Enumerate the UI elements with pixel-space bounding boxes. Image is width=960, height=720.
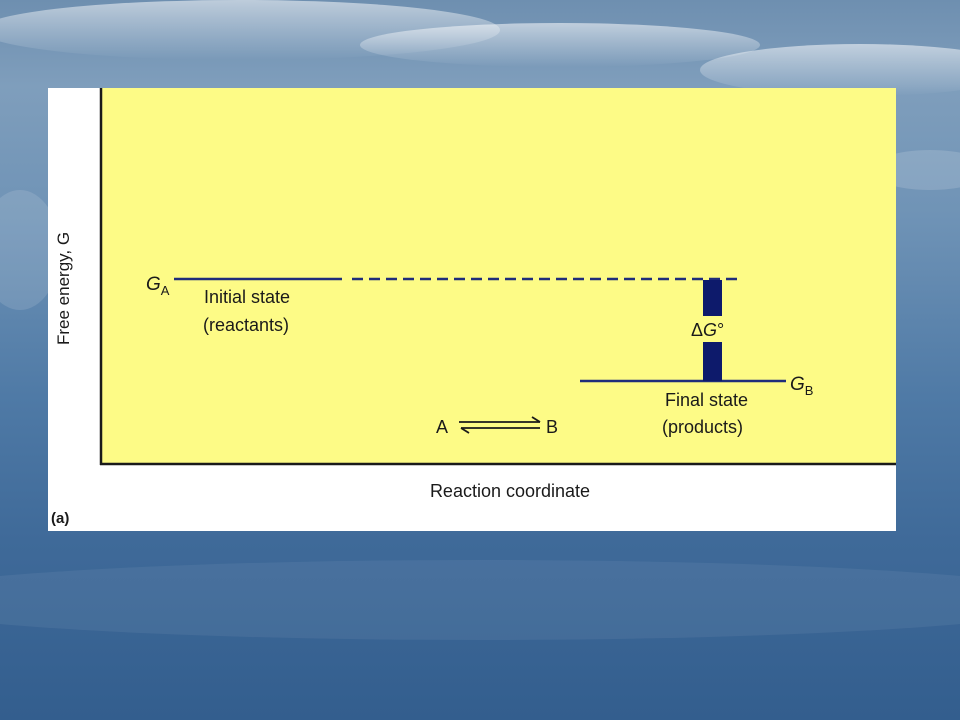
x-axis-label: Reaction coordinate bbox=[430, 481, 590, 501]
delta-g-label: ΔG° bbox=[691, 320, 724, 340]
y-axis-label: Free energy, G bbox=[54, 232, 73, 345]
delta-g-bar-lower bbox=[703, 342, 722, 381]
plot-area bbox=[101, 88, 896, 464]
delta-g-bar-upper bbox=[703, 280, 722, 316]
initial-state-symbol: GA bbox=[146, 274, 170, 298]
initial-state-label: Initial state bbox=[204, 287, 290, 307]
reactant-label: A bbox=[436, 417, 448, 437]
product-label: B bbox=[546, 417, 558, 437]
final-state-symbol: GB bbox=[790, 374, 813, 398]
final-state-label: Final state bbox=[665, 390, 748, 410]
initial-state-sublabel: (reactants) bbox=[203, 315, 289, 335]
final-state-sublabel: (products) bbox=[662, 417, 743, 437]
panel-label: (a) bbox=[51, 510, 69, 527]
equilibrium-arrows-icon bbox=[459, 416, 541, 434]
